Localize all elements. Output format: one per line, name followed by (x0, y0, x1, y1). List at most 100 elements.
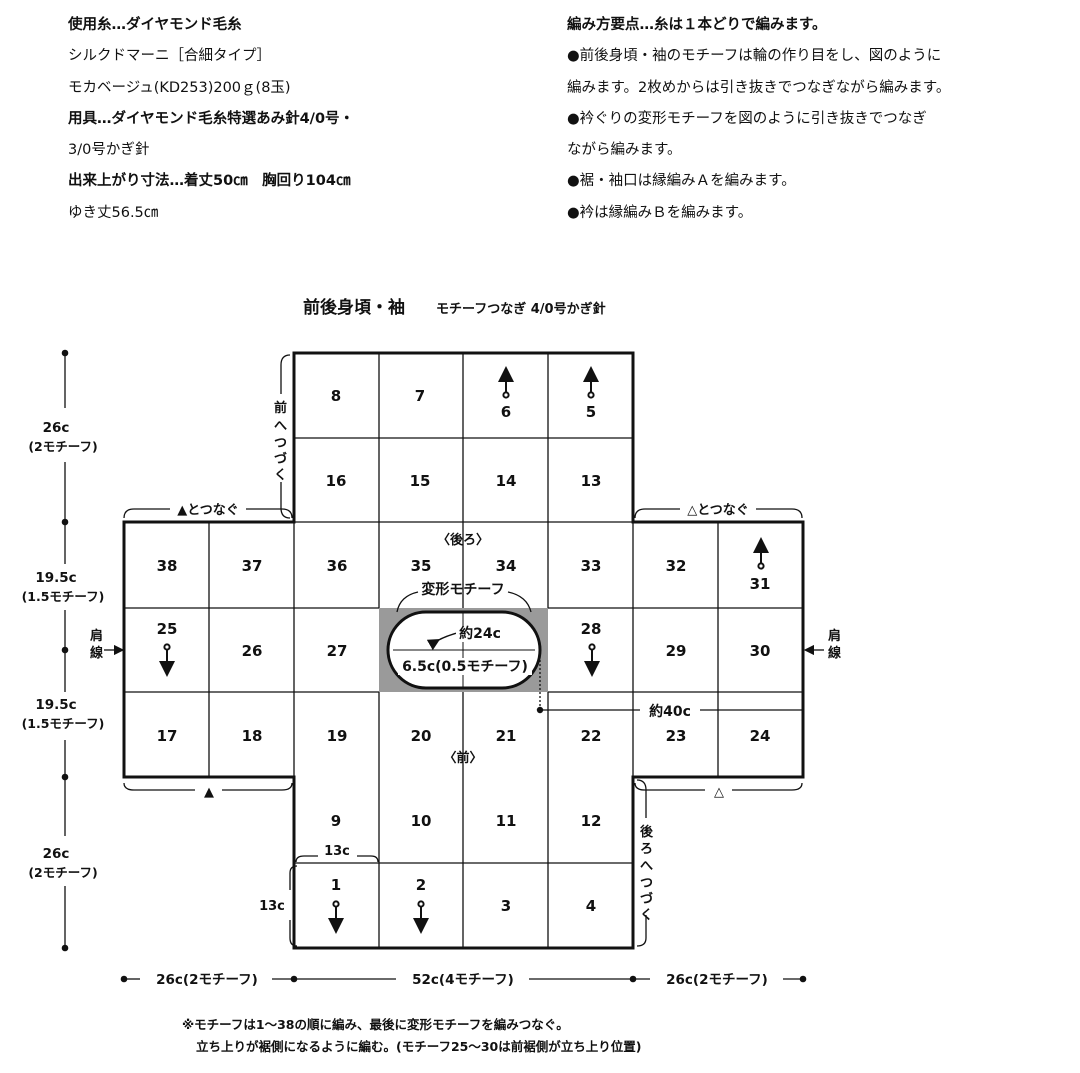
motif-number: 22 (581, 727, 602, 745)
direction-arrows (159, 366, 769, 934)
dim-dot (61, 944, 69, 952)
to-front-char: づ (274, 451, 287, 467)
to-back-char: く (640, 908, 653, 923)
dim-dot (629, 975, 637, 983)
yarn-line: 使用糸…ダイヤモンド毛糸 (68, 17, 242, 33)
neck-circ-bg (456, 626, 506, 642)
shoulder-char: 線 (90, 645, 104, 661)
mark-bracket-left (123, 782, 293, 791)
motif-number: 21 (496, 727, 517, 745)
start-circle-icon (332, 900, 340, 908)
diagram-title: 前後身頃・袖 (303, 297, 405, 318)
shoulder-char: 肩 (90, 628, 103, 644)
motif-number: 16 (326, 472, 347, 490)
dim-lower-mid-value: 19.5c (35, 697, 76, 713)
bottom-dimension-dots (120, 975, 807, 983)
shoulder-line-right: 肩線 (828, 628, 842, 661)
approx-40-dot (536, 706, 544, 714)
diagram-subtitle: モチーフつなぎ 4/0号かぎ針 (436, 301, 606, 317)
dim-top-value: 26c (43, 420, 70, 436)
neck-circumference: 約24c (459, 625, 501, 642)
front-label: 〈前〉 (443, 750, 482, 766)
finished-size-line: 出来上がり寸法…着丈50㎝ 胸回り104㎝ (68, 173, 351, 190)
to-back-char: づ (640, 891, 653, 907)
dim-dot (61, 773, 69, 781)
dim-lower-mid-motif: (1.5モチーフ) (22, 716, 105, 731)
modified-motif-label: 変形モチーフ (421, 581, 504, 598)
instruction-step-1b: 編みます。2枚めからは引き抜きでつなぎながら編みます。 (567, 79, 951, 96)
start-circle-icon (588, 643, 596, 651)
to-front-char: く (274, 468, 287, 483)
finished-size-line-2: ゆき丈56.5㎝ (68, 204, 159, 221)
motif-grid (124, 353, 803, 948)
neck-depth-bg (398, 658, 532, 675)
footnote-line-2: 立ち上りが裾側になるように編む。(モチーフ25～30は前裾側が立ち上り位置) (196, 1039, 641, 1054)
motif-number: 29 (666, 642, 687, 660)
dim-dot (290, 975, 298, 983)
motif-number: 36 (327, 557, 348, 575)
motif-number: 15 (410, 472, 431, 490)
bottom-dim-left: 26c(2モチーフ) (156, 972, 258, 988)
motif-height-label: 13c (259, 899, 285, 914)
instruction-step-2a: ●衿ぐりの変形モチーフを図のように引き抜きでつなぎ (567, 110, 927, 127)
modified-motif-bracket (396, 591, 532, 613)
motif-number: 25 (157, 620, 178, 638)
motif-number: 3 (501, 897, 511, 915)
dim-top-motif: (2モチーフ) (28, 439, 97, 454)
motif-number: 31 (750, 575, 771, 593)
motif-number: 14 (496, 472, 517, 490)
shoulder-char: 線 (828, 645, 842, 661)
connect-filled-label: ▲とつなぐ (177, 503, 238, 518)
dim-bottom-value: 26c (43, 846, 70, 862)
bottom-dim-center: 52c(4モチーフ) (412, 972, 514, 988)
motif-number: 34 (496, 557, 517, 575)
dim-dot (61, 349, 69, 357)
motif-number: 33 (581, 557, 602, 575)
motif-number: 5 (586, 403, 596, 421)
dim-upper-mid-value: 19.5c (35, 570, 76, 586)
start-circle-icon (163, 643, 171, 651)
motif-number: 1 (331, 876, 341, 894)
motif-number: 10 (411, 812, 432, 830)
dim-dot (799, 975, 807, 983)
motif-number: 18 (242, 727, 263, 745)
mark-bracket-right (634, 782, 803, 791)
motif-number: 19 (327, 727, 348, 745)
motif-number: 11 (496, 812, 517, 830)
dim-dot (120, 975, 128, 983)
materials-block: 使用糸…ダイヤモンド毛糸 シルクドマーニ［合細タイプ］ モカベージュ(KD253… (68, 10, 354, 229)
motif-number: 23 (666, 727, 687, 745)
start-circle-icon (587, 391, 595, 399)
to-back-bracket (636, 779, 647, 947)
start-circle-icon (417, 900, 425, 908)
motif-number: 4 (586, 897, 596, 915)
instructions-block: 編み方要点…糸は１本どりで編みます。 ●前後身頃・袖のモチーフは輪の作り目をし、… (567, 10, 950, 229)
motif-number: 32 (666, 557, 687, 575)
approx-40-label: 約40c (649, 703, 691, 720)
shoulder-char: 肩 (828, 628, 841, 644)
instruction-step-1a: ●前後身頃・袖のモチーフは輪の作り目をし、図のように (567, 48, 942, 65)
start-circle-icon (757, 562, 765, 570)
motif-width-label: 13c (324, 844, 350, 859)
motif-number: 35 (411, 557, 432, 575)
neck-depth: 6.5c(0.5モチーフ) (402, 659, 528, 675)
color-amount-line: モカベージュ(KD253)200ｇ(8玉) (68, 79, 291, 96)
instructions-heading: 編み方要点…糸は１本どりで編みます。 (567, 17, 827, 33)
motif-number: 6 (501, 403, 511, 421)
diagram-outline (122, 351, 805, 950)
tools-line-2: 3/0号かぎ針 (68, 142, 150, 159)
back-label: 〈後ろ〉 (437, 532, 489, 548)
connect-bracket-right (634, 508, 803, 519)
motif-number: 20 (411, 727, 432, 745)
motif-number: 2 (416, 876, 426, 894)
dim-bottom-motif: (2モチーフ) (28, 865, 97, 880)
motif-number: 30 (750, 642, 771, 660)
motif-number: 26 (242, 642, 263, 660)
motif-number: 7 (415, 387, 425, 405)
motif-number: 37 (242, 557, 263, 575)
mark-filled: ▲ (204, 785, 214, 800)
instruction-step-3: ●裾・袖口は縁編みＡを編みます。 (567, 173, 796, 190)
motif-number: 28 (581, 620, 602, 638)
motif-number: 17 (157, 727, 178, 745)
